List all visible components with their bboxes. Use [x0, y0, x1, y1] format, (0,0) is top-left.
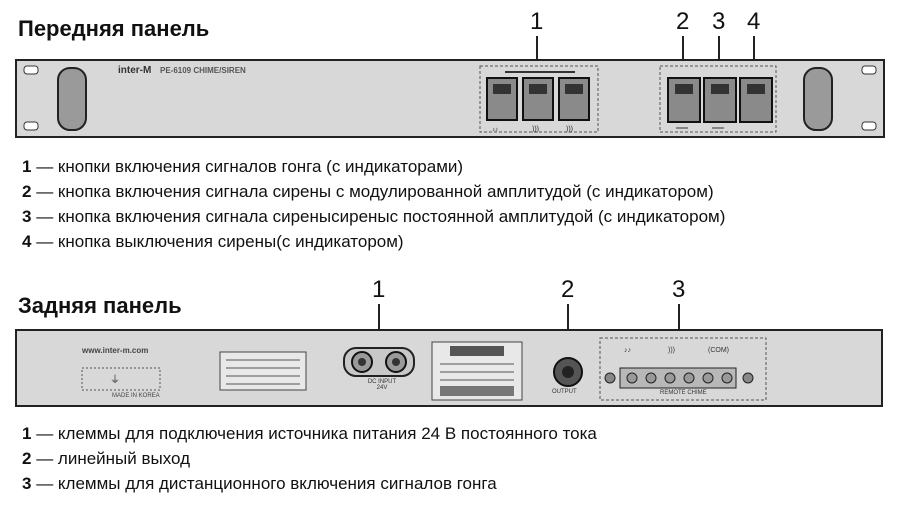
- rack-hole: [23, 65, 39, 75]
- siren-group-frame: [659, 65, 777, 133]
- rear-legend-1-text: — клеммы для подключения источника питан…: [31, 424, 597, 443]
- front-legend-4-num: 4: [22, 232, 32, 251]
- output-label: OUTPUT: [552, 389, 577, 395]
- chime-indicator-1: [493, 84, 511, 94]
- front-handle-left: [57, 67, 87, 131]
- front-handle-right: [803, 67, 833, 131]
- svg-text:))): ))): [566, 126, 573, 133]
- front-legend-3-num: 3: [22, 207, 32, 226]
- front-legend-3-text: — кнопка включения сигнала сиренысиреныс…: [31, 207, 726, 226]
- rear-callout-2: 2: [561, 276, 575, 303]
- front-legend-1-num: 1: [22, 157, 32, 176]
- rear-website: www.inter-m.com: [82, 346, 149, 355]
- front-legend-3: 3 — кнопка включения сигнала сиренысирен…: [22, 207, 725, 227]
- front-panel-drawing: ♪♪ ))) ))): [15, 36, 885, 138]
- front-legend-2: 2 — кнопка включения сигнала сирены с мо…: [22, 182, 714, 202]
- rear-legend-3-text: — клеммы для дистанционного включения си…: [31, 474, 497, 493]
- front-callout-4: 4: [747, 8, 761, 35]
- svg-text:♪♪: ♪♪: [492, 127, 498, 133]
- rear-callout-3: 3: [672, 276, 686, 303]
- siren-constant-indicator: [711, 84, 729, 94]
- rack-hole: [23, 121, 39, 131]
- svg-text:))): ))): [668, 347, 675, 354]
- rear-callout-1: 1: [372, 276, 386, 303]
- siren-stop-indicator: [747, 84, 765, 94]
- svg-text:♪♪: ♪♪: [624, 347, 631, 354]
- rear-legend-2-text: — линейный выход: [31, 449, 191, 468]
- remote-screw-right: [742, 372, 754, 384]
- svg-text:(COM): (COM): [708, 347, 729, 354]
- front-callout-2: 2: [676, 8, 690, 35]
- front-legend-4-text: — кнопка выключения сирены(с индикатором…: [31, 232, 404, 251]
- front-legend-2-num: 2: [22, 182, 32, 201]
- siren-modulated-indicator: [675, 84, 693, 94]
- rear-legend-1: 1 — клеммы для подключения источника пит…: [22, 424, 597, 444]
- front-panel-heading: Передняя панель: [18, 16, 210, 41]
- svg-text:⏚: ⏚: [110, 374, 120, 386]
- rack-hole: [861, 121, 877, 131]
- front-callout-1: 1: [530, 8, 544, 35]
- front-callout-3: 3: [712, 8, 726, 35]
- rear-legend-3: 3 — клеммы для дистанционного включения …: [22, 474, 497, 494]
- remote-chime-label: REMOTE CHIME: [660, 390, 707, 396]
- rear-legend-2-num: 2: [22, 449, 32, 468]
- rear-panel-heading: Задняя панель: [18, 293, 182, 318]
- svg-text:))): ))): [532, 126, 539, 133]
- chime-group-frame: [479, 65, 599, 133]
- dc-input-label: DC INPUT 24V: [367, 379, 397, 391]
- rear-legend-1-num: 1: [22, 424, 32, 443]
- front-legend-4: 4 — кнопка выключения сирены(с индикатор…: [22, 232, 404, 252]
- remote-chime-frame: [599, 337, 767, 401]
- front-model: PE-6109 CHIME/SIREN: [160, 66, 246, 75]
- rear-legend-2: 2 — линейный выход: [22, 449, 190, 469]
- remote-screw-left: [604, 372, 616, 384]
- chime-indicator-2: [529, 84, 547, 94]
- chime-indicator-3: [565, 84, 583, 94]
- front-legend-2-text: — кнопка включения сигнала сирены с моду…: [31, 182, 714, 201]
- rear-made-in: MADE IN KOREA: [112, 393, 160, 399]
- chime-button-2: [522, 77, 554, 121]
- ground-frame: [81, 367, 161, 391]
- siren-modulated-button: [667, 77, 701, 123]
- rear-panel-drawing: ⏚ ♪♪ ))) (COM): [15, 304, 883, 407]
- front-legend-1: 1 — кнопки включения сигналов гонга (с и…: [22, 157, 463, 177]
- rack-hole: [861, 65, 877, 75]
- front-legend-1-text: — кнопки включения сигналов гонга (с инд…: [31, 157, 464, 176]
- rear-legend-3-num: 3: [22, 474, 32, 493]
- front-brand: inter-M: [118, 65, 152, 76]
